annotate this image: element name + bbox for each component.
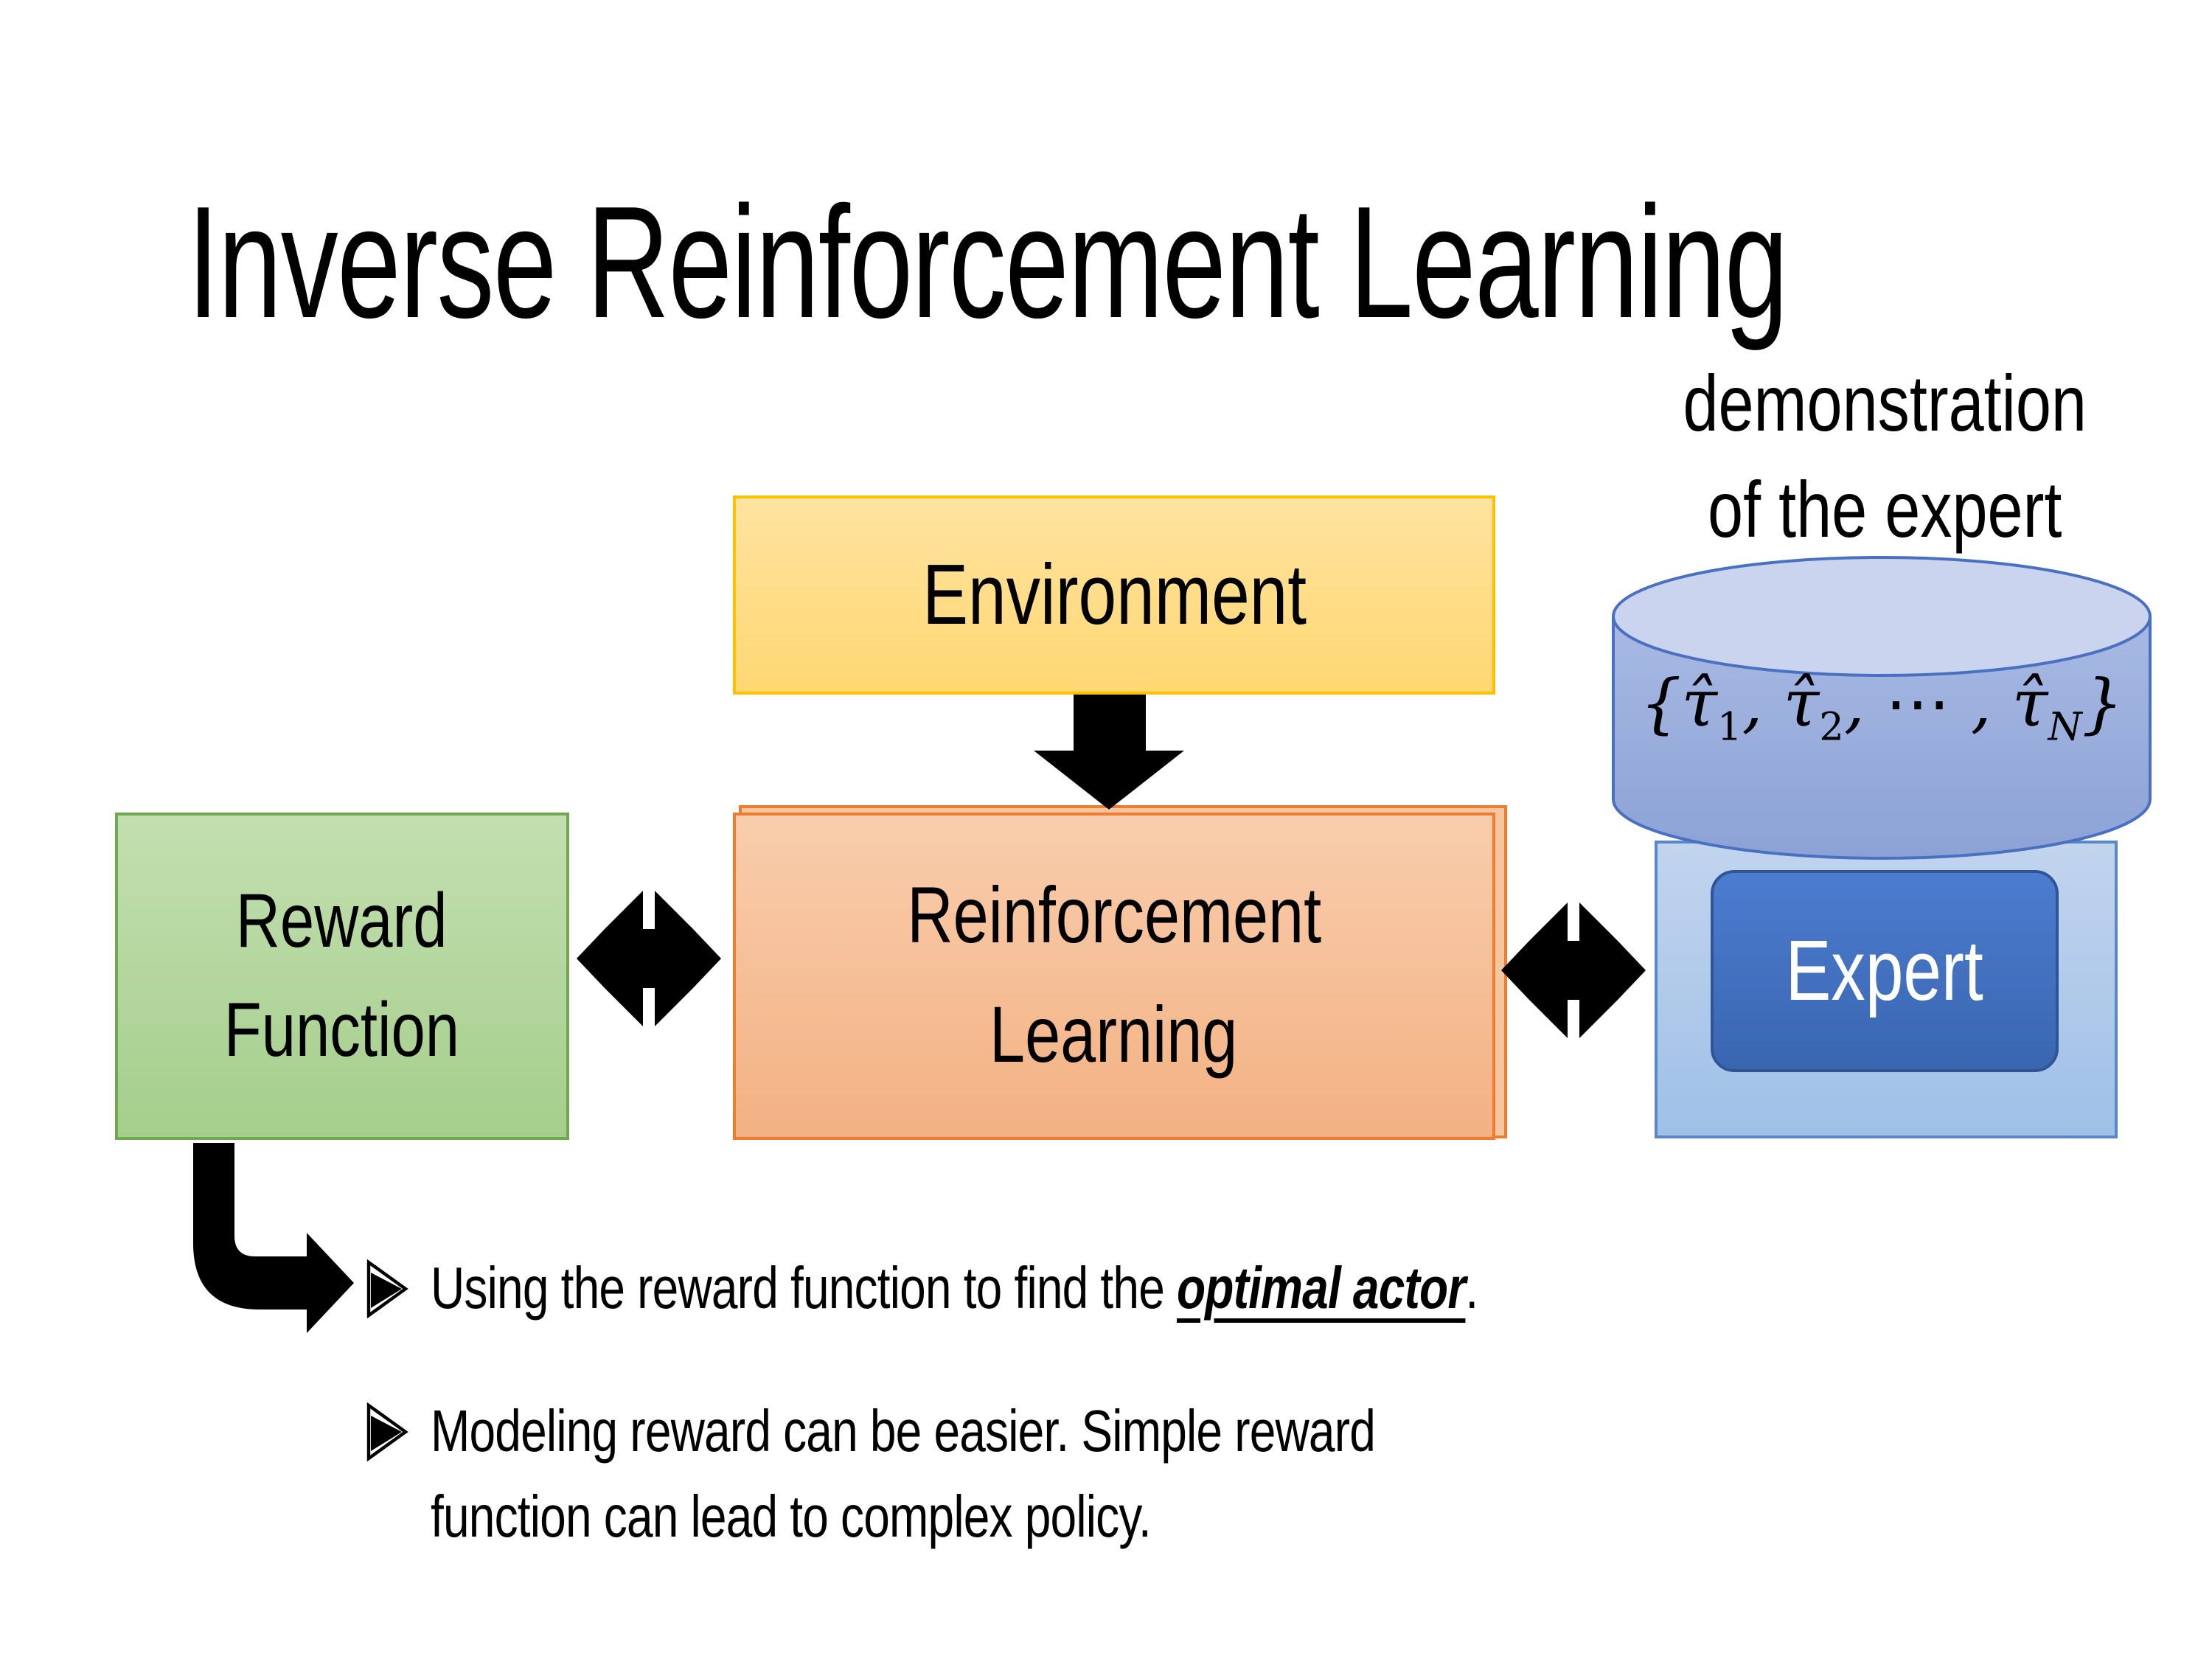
bullet-2-text: Modeling reward can be easier. Simple re…	[431, 1399, 1376, 1550]
arrowhead-bullet-icon	[366, 1259, 408, 1318]
expert-box: Expert	[1711, 870, 2059, 1072]
database-cylinder-icon	[1612, 556, 2152, 860]
down-arrow-icon	[1034, 695, 1184, 810]
reinforcement-learning-box: Reinforcement Learning	[733, 813, 1495, 1140]
bullet-item-1: Using the reward function to find the op…	[366, 1248, 1740, 1330]
tau-hat-2: τ̂	[1783, 667, 1820, 742]
demonstration-label-line1: demonstration	[1683, 360, 2087, 448]
expert-box-label: Expert	[1785, 923, 1984, 1019]
page-title-text: Inverse Reinforcement Learning	[187, 173, 1788, 351]
elbow-arrow-icon	[193, 1143, 354, 1333]
cylinder-top	[1612, 556, 2152, 677]
bullet-item-2: Modeling reward can be easier. Simple re…	[366, 1389, 1611, 1560]
tau-hat-N: τ̂	[2011, 667, 2048, 742]
reinforcement-learning-box-label: Reinforcement Learning	[907, 872, 1321, 1079]
page-title: Inverse Reinforcement Learning	[187, 173, 2212, 352]
optimal-actor-emphasis: optimal actor	[1176, 1256, 1466, 1321]
cylinder-body	[1612, 615, 2152, 860]
exchange-arrow-right-icon	[1501, 902, 1646, 1038]
environment-box: Environment	[733, 495, 1495, 695]
reward-function-box: Reward Function	[115, 813, 569, 1140]
demonstration-label: demonstration of the expert	[1560, 351, 2209, 563]
bullet-1-text: Using the reward function to find the op…	[431, 1256, 1478, 1321]
tau-hat-1: τ̂	[1681, 667, 1718, 742]
trajectory-set-math: {τ̂1, τ̂2, ⋯ , τ̂N}	[1640, 667, 2124, 751]
reward-function-box-label: Reward Function	[224, 879, 460, 1074]
exchange-arrow-left-icon	[577, 891, 721, 1026]
demonstration-label-line2: of the expert	[1707, 466, 2062, 554]
arrowhead-bullet-icon	[366, 1402, 408, 1461]
environment-box-label: Environment	[922, 547, 1307, 643]
